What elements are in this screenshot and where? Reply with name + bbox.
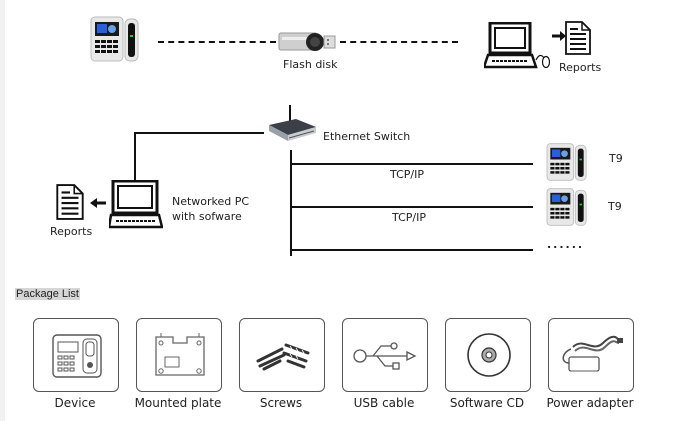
flash-disk-icon bbox=[278, 31, 336, 53]
screws-icon bbox=[254, 339, 312, 371]
connection-dashed-line bbox=[340, 41, 458, 43]
pc-link-line bbox=[134, 132, 136, 180]
terminal-device-icon bbox=[542, 142, 592, 182]
arrow-right-icon bbox=[552, 31, 566, 41]
package-item-label: Power adapter bbox=[546, 396, 634, 410]
flash-disk-label: Flash disk bbox=[283, 58, 338, 71]
networked-pc-label: Networked PC bbox=[172, 195, 250, 208]
ethernet-switch-icon bbox=[266, 105, 320, 149]
tcp-ip-label: TCP/IP bbox=[392, 211, 426, 224]
tcp-ip-label: TCP/IP bbox=[390, 168, 424, 181]
cd-icon bbox=[466, 332, 512, 378]
networked-pc-icon bbox=[109, 180, 163, 230]
reports-label: Reports bbox=[559, 61, 602, 74]
tcp-link-line bbox=[290, 206, 533, 208]
package-item-mounted-plate bbox=[136, 318, 222, 392]
bus-vertical-line bbox=[290, 150, 292, 256]
connection-dashed-line bbox=[158, 41, 276, 43]
package-item-label: Software CD bbox=[449, 396, 525, 410]
package-item-screws bbox=[239, 318, 325, 392]
device-icon bbox=[51, 329, 103, 381]
report-document-icon bbox=[56, 184, 84, 220]
pc-link-line bbox=[134, 132, 264, 134]
report-document-icon bbox=[565, 21, 591, 55]
terminal-device-icon bbox=[90, 15, 140, 63]
package-item-power-adapter bbox=[548, 318, 634, 392]
computer-icon bbox=[484, 22, 554, 70]
reports-label: Reports bbox=[50, 225, 93, 238]
package-item-software-cd bbox=[445, 318, 531, 392]
arrow-left-icon bbox=[90, 198, 106, 208]
device-t9-label: T9 bbox=[609, 152, 623, 165]
package-item-label: USB cable bbox=[353, 396, 415, 410]
tcp-link-line bbox=[290, 249, 533, 251]
package-item-usb-cable bbox=[342, 318, 428, 392]
package-item-label: Mounted plate bbox=[134, 396, 222, 410]
package-list-title: Package List bbox=[15, 288, 80, 300]
package-item-label: Device bbox=[54, 396, 96, 410]
package-item-label: Screws bbox=[259, 396, 303, 410]
ethernet-switch-label: Ethernet Switch bbox=[323, 130, 411, 143]
power-adapter-icon bbox=[559, 333, 625, 377]
networked-pc-label: with sofware bbox=[172, 210, 242, 223]
device-t9-label: T9 bbox=[608, 200, 622, 213]
page-edge bbox=[0, 0, 5, 421]
terminal-device-icon bbox=[542, 187, 592, 227]
usb-icon bbox=[353, 339, 417, 373]
more-devices-ellipsis: ...... bbox=[547, 238, 585, 251]
mounting-plate-icon bbox=[153, 331, 207, 379]
tcp-link-line bbox=[290, 163, 533, 165]
package-item-device bbox=[33, 318, 119, 392]
